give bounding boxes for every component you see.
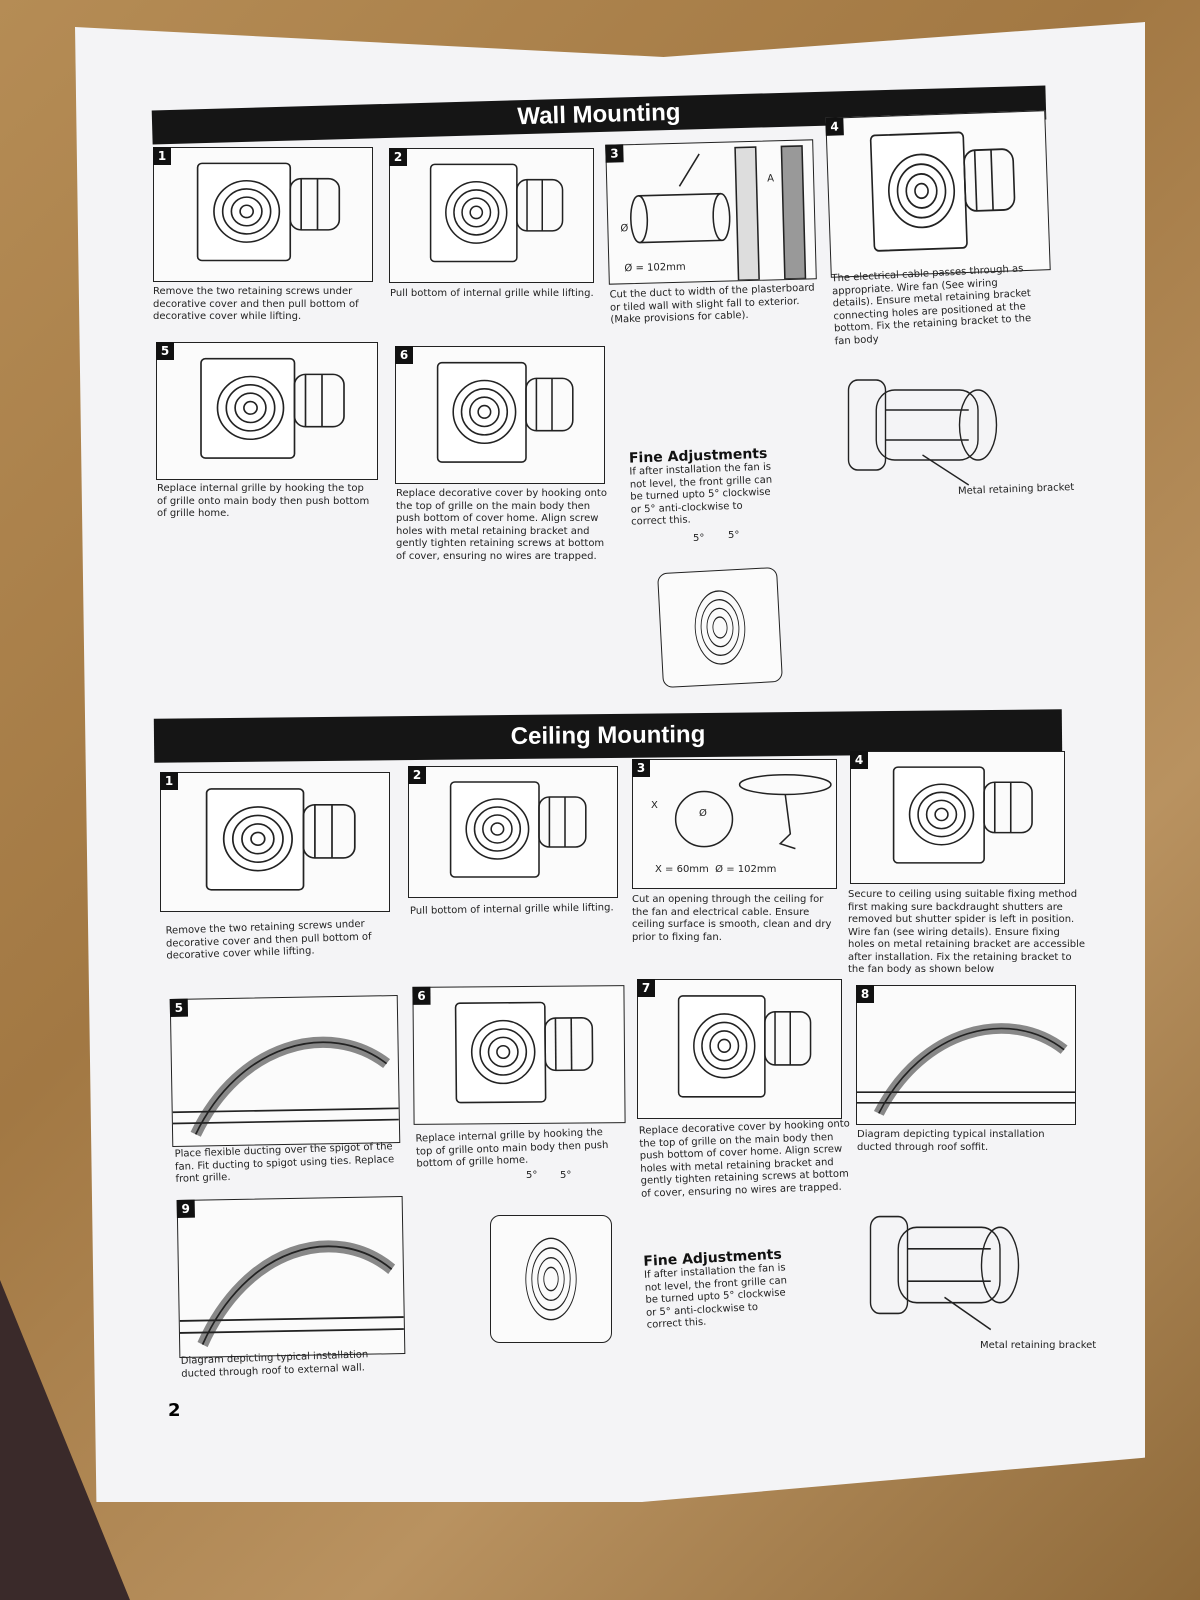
ceiling-step-4-caption: Secure to ceiling using suitable fixing …	[848, 889, 1086, 975]
step-number: 9	[176, 1199, 195, 1218]
duct-cutting-illustration-icon	[630, 145, 807, 282]
ceiling-bracket-figure	[852, 1195, 1037, 1335]
fan-illustration-icon	[196, 162, 341, 262]
wall-step-4-figure: 4	[825, 110, 1051, 278]
wall-step-2-figure: 2	[389, 148, 594, 283]
wall-step-6-figure: 6	[395, 346, 605, 484]
step-number: 2	[389, 148, 407, 166]
wall-step-1-caption: Remove the two retaining screws under de…	[153, 286, 359, 322]
step-number: 2	[408, 766, 426, 784]
fan-illustration-icon	[869, 131, 1016, 252]
angle-left-label: 5°	[526, 1170, 538, 1181]
wall-grille-rotation-figure	[657, 566, 783, 689]
ceiling-step-9-figure: 9	[176, 1196, 406, 1358]
ceiling-step-2-figure: 2	[408, 766, 618, 898]
d-label: Ø	[699, 808, 707, 819]
step-number: 3	[605, 144, 624, 163]
wall-fine-adjustments: Fine Adjustments If after installation t…	[629, 445, 782, 529]
ceiling-step-3-caption: Cut an opening through the ceiling for t…	[632, 894, 832, 943]
step-number: 8	[856, 985, 874, 1003]
ceiling-step-6-caption: Replace internal grille by hooking the t…	[415, 1127, 609, 1170]
grille-illustration-icon	[694, 590, 746, 665]
ceiling-step-4-figure: 4	[850, 751, 1065, 884]
fine-adjustments-text: If after installation the fan is not lev…	[629, 461, 773, 528]
ceiling-grille-rotation-figure	[490, 1215, 612, 1343]
ceiling-step-7-figure: 7	[637, 979, 842, 1119]
ceiling-step-8-caption: Diagram depicting typical installation d…	[857, 1129, 1045, 1153]
wall-step-5-figure: 5	[156, 342, 378, 480]
ceiling-bracket-label: Metal retaining bracket	[980, 1340, 1097, 1351]
wall-step-6-caption: Replace decorative cover by hooking onto…	[396, 488, 607, 562]
bracket-illustration-icon	[847, 379, 998, 486]
step-number: 5	[169, 998, 189, 1017]
step-number: 4	[850, 751, 868, 769]
step-number: 7	[637, 979, 655, 997]
ceiling-fine-adjustments: Fine Adjustments If after installation t…	[643, 1246, 792, 1332]
step-number: 6	[412, 986, 431, 1005]
ceiling-step-8-figure: 8	[856, 985, 1076, 1125]
wall-step-3-caption: Cut the duct to width of the plasterboar…	[609, 282, 815, 326]
fan-illustration-icon	[205, 788, 356, 891]
ceiling-step-3-figure: 3 X = 60mm Ø = 102mm X Ø	[632, 759, 837, 889]
ceiling-step-5-caption: Place flexible ducting over the spigot o…	[174, 1141, 395, 1185]
ceiling-step-1-caption: Remove the two retaining screws under de…	[165, 918, 372, 962]
fan-illustration-icon	[200, 357, 345, 459]
ceiling-step-1-figure: 1	[160, 772, 390, 912]
wall-mounting-title: Wall Mounting	[517, 98, 681, 131]
angle-left-label: 5°	[693, 533, 705, 544]
wall-step-4-caption: The electrical cable passes through as a…	[831, 263, 1032, 347]
bracket-illustration-icon	[869, 1215, 1020, 1331]
step-number: 4	[825, 117, 844, 136]
ducting-illustration-icon	[857, 1023, 1075, 1116]
ceiling-step-5-figure: 5	[169, 995, 401, 1147]
wall-step-5-caption: Replace internal grille by hooking the t…	[157, 483, 370, 519]
ceiling-step-7-caption: Replace decorative cover by hooking onto…	[638, 1118, 850, 1200]
wall-bracket-figure	[830, 360, 1015, 490]
fan-illustration-icon	[436, 361, 574, 463]
x-label: X	[651, 800, 658, 811]
wall-step-3-figure: 3 Ø = 102mm A Ø	[605, 139, 817, 285]
step-number: 6	[395, 346, 413, 364]
diameter-label: Ø = 102mm	[624, 261, 686, 275]
fan-illustration-icon	[677, 995, 812, 1098]
d-label: Ø	[620, 223, 629, 235]
wall-step-1-figure: 1	[153, 147, 373, 282]
fan-illustration-icon	[429, 163, 564, 263]
a-label: A	[767, 173, 775, 185]
ceiling-step-6-figure: 6	[412, 985, 626, 1125]
ceiling-hole-illustration-icon	[674, 774, 832, 850]
fan-illustration-icon	[454, 1001, 594, 1104]
dims-label: X = 60mm Ø = 102mm	[655, 864, 777, 875]
step-number: 3	[632, 759, 650, 777]
fine-adjustments-text: If after installation the fan is not lev…	[643, 1262, 788, 1331]
step-number: 1	[153, 147, 171, 165]
page-number: 2	[168, 1400, 181, 1421]
ceiling-mounting-title: Ceiling Mounting	[510, 720, 706, 751]
step-number: 5	[156, 342, 174, 360]
wall-step-2-caption: Pull bottom of internal grille while lif…	[390, 288, 594, 299]
angle-right-label: 5°	[560, 1170, 572, 1181]
fan-illustration-icon	[892, 766, 1033, 864]
angle-right-label: 5°	[728, 530, 740, 541]
ducting-illustration-icon	[179, 1240, 404, 1348]
ducting-illustration-icon	[172, 1036, 399, 1137]
fan-illustration-icon	[449, 781, 587, 878]
grille-illustration-icon	[525, 1237, 577, 1321]
step-number: 1	[160, 772, 178, 790]
